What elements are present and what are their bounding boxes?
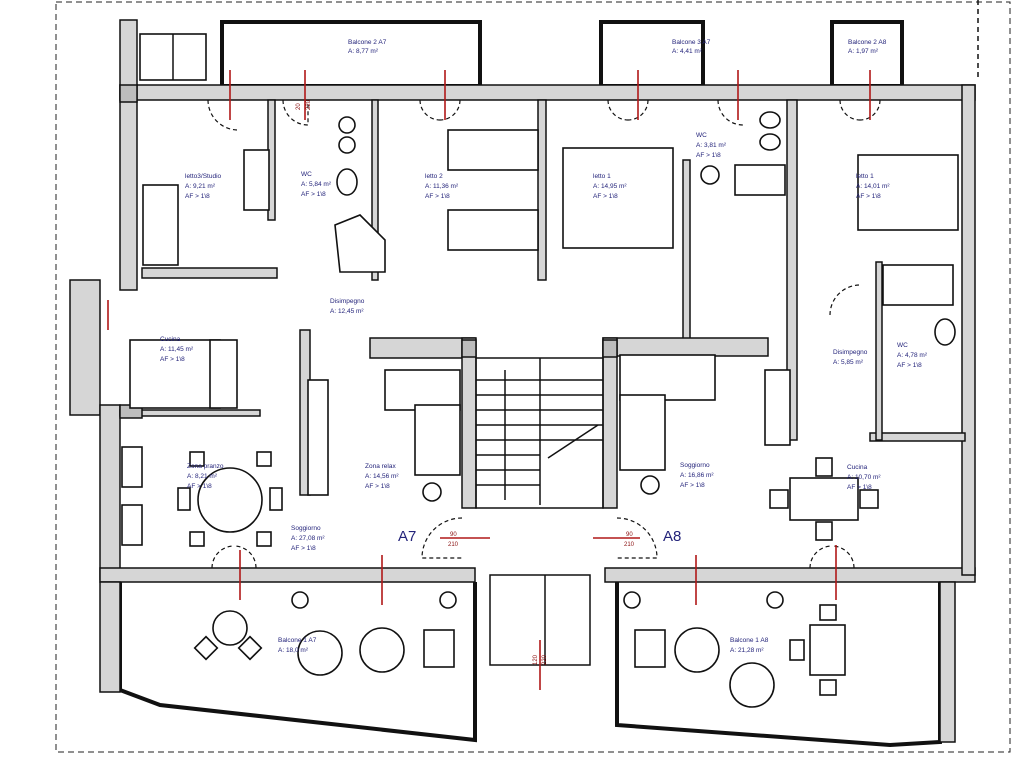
room-af: AF > 1\8 xyxy=(301,191,326,198)
room-name: WC xyxy=(301,171,312,178)
room-name: Zona relax xyxy=(365,463,396,470)
room-af: AF > 1\8 xyxy=(291,545,316,552)
room-area: A: 11,45 m² xyxy=(160,346,194,353)
room-af: AF > 1\8 xyxy=(696,152,721,159)
room-name: WC xyxy=(696,132,707,139)
room-name: Cucina xyxy=(847,464,868,471)
room-af: AF > 1\8 xyxy=(185,193,210,200)
sheet-border xyxy=(55,1,1011,753)
room-name: Soggiorno xyxy=(291,525,321,532)
room-name: Balcone 1 A8 xyxy=(730,637,769,644)
staircase xyxy=(475,357,604,666)
walls xyxy=(69,19,976,583)
room-af: AF > 1\8 xyxy=(680,482,705,489)
room-name: Disimpegno xyxy=(330,298,365,305)
room-area: A: 10,70 m² xyxy=(847,474,881,481)
lower-balconies xyxy=(99,581,956,748)
room-area: A: 1,97 m² xyxy=(848,48,879,55)
room-area: A: 11,36 m² xyxy=(425,183,459,190)
window-tag-height: 220 xyxy=(306,99,312,110)
opening-marks xyxy=(107,70,871,690)
room-area: A: 4,41 m² xyxy=(672,48,703,55)
room-name: Balcone 2 A8 xyxy=(848,39,887,46)
room-area: A: 5,85 m² xyxy=(833,359,864,366)
room-name: Cucina xyxy=(160,336,181,343)
room-area: A: 14,01 m² xyxy=(856,183,890,190)
room-af: AF > 1\8 xyxy=(847,484,872,491)
room-af: AF > 1\8 xyxy=(897,362,922,369)
room-name: WC xyxy=(897,342,908,349)
room-name: letto 1 xyxy=(593,173,611,180)
room-name: letto 1 xyxy=(856,173,874,180)
unit-label-a7: A7 xyxy=(398,528,416,545)
room-labels: Balcone 2 A7 A: 8,77 m² Balcone 3 A7 A: … xyxy=(160,39,928,654)
room-area: A: 16,86 m² xyxy=(680,472,714,479)
top-balconies xyxy=(139,20,904,88)
room-area: A: 9,21 m² xyxy=(185,183,216,190)
room-af: AF > 1\8 xyxy=(856,193,881,200)
room-af: AF > 1\8 xyxy=(593,193,618,200)
door-tag-width: 90 xyxy=(450,532,457,538)
room-af: AF > 1\8 xyxy=(187,483,212,490)
room-name: Balcone 2 A7 xyxy=(348,39,387,46)
stair-tag-height: 220 xyxy=(542,654,548,665)
room-af: AF > 1\8 xyxy=(425,193,450,200)
room-name: Disimpegno xyxy=(833,349,868,356)
door-tag-width: 90 xyxy=(626,532,633,538)
room-name: Soggiorno xyxy=(680,462,710,469)
room-name: letto3/Studio xyxy=(185,173,222,180)
room-area: A: 14,56 m² xyxy=(365,473,399,480)
room-area: A: 3,81 m² xyxy=(696,142,727,149)
doors xyxy=(207,99,881,569)
unit-label-a8: A8 xyxy=(663,528,681,545)
room-name: Zona pranzo xyxy=(187,463,224,470)
room-area: A: 14,95 m² xyxy=(593,183,627,190)
room-name: Balcone 3 A7 xyxy=(672,39,711,46)
window-tag-width: 20 xyxy=(296,103,302,110)
room-name: Balcone 1 A7 xyxy=(278,637,317,644)
door-tag-height: 210 xyxy=(624,542,635,548)
room-af: AF > 1\8 xyxy=(160,356,185,363)
room-area: A: 12,45 m² xyxy=(330,308,364,315)
room-area: A: 5,84 m² xyxy=(301,181,332,188)
room-area: A: 4,78 m² xyxy=(897,352,928,359)
room-area: A: 8,77 m² xyxy=(348,48,379,55)
door-tag-height: 210 xyxy=(448,542,459,548)
room-area: A: 21,28 m² xyxy=(730,647,764,654)
room-name: letto 2 xyxy=(425,173,443,180)
room-area: A: 27,08 m² xyxy=(291,535,325,542)
stair-tag-width: 120 xyxy=(533,654,539,665)
room-area: A: 8,21 m² xyxy=(187,473,218,480)
room-af: AF > 1\8 xyxy=(365,483,390,490)
room-area: A: 18,0 m² xyxy=(278,647,309,654)
furniture xyxy=(121,111,959,708)
